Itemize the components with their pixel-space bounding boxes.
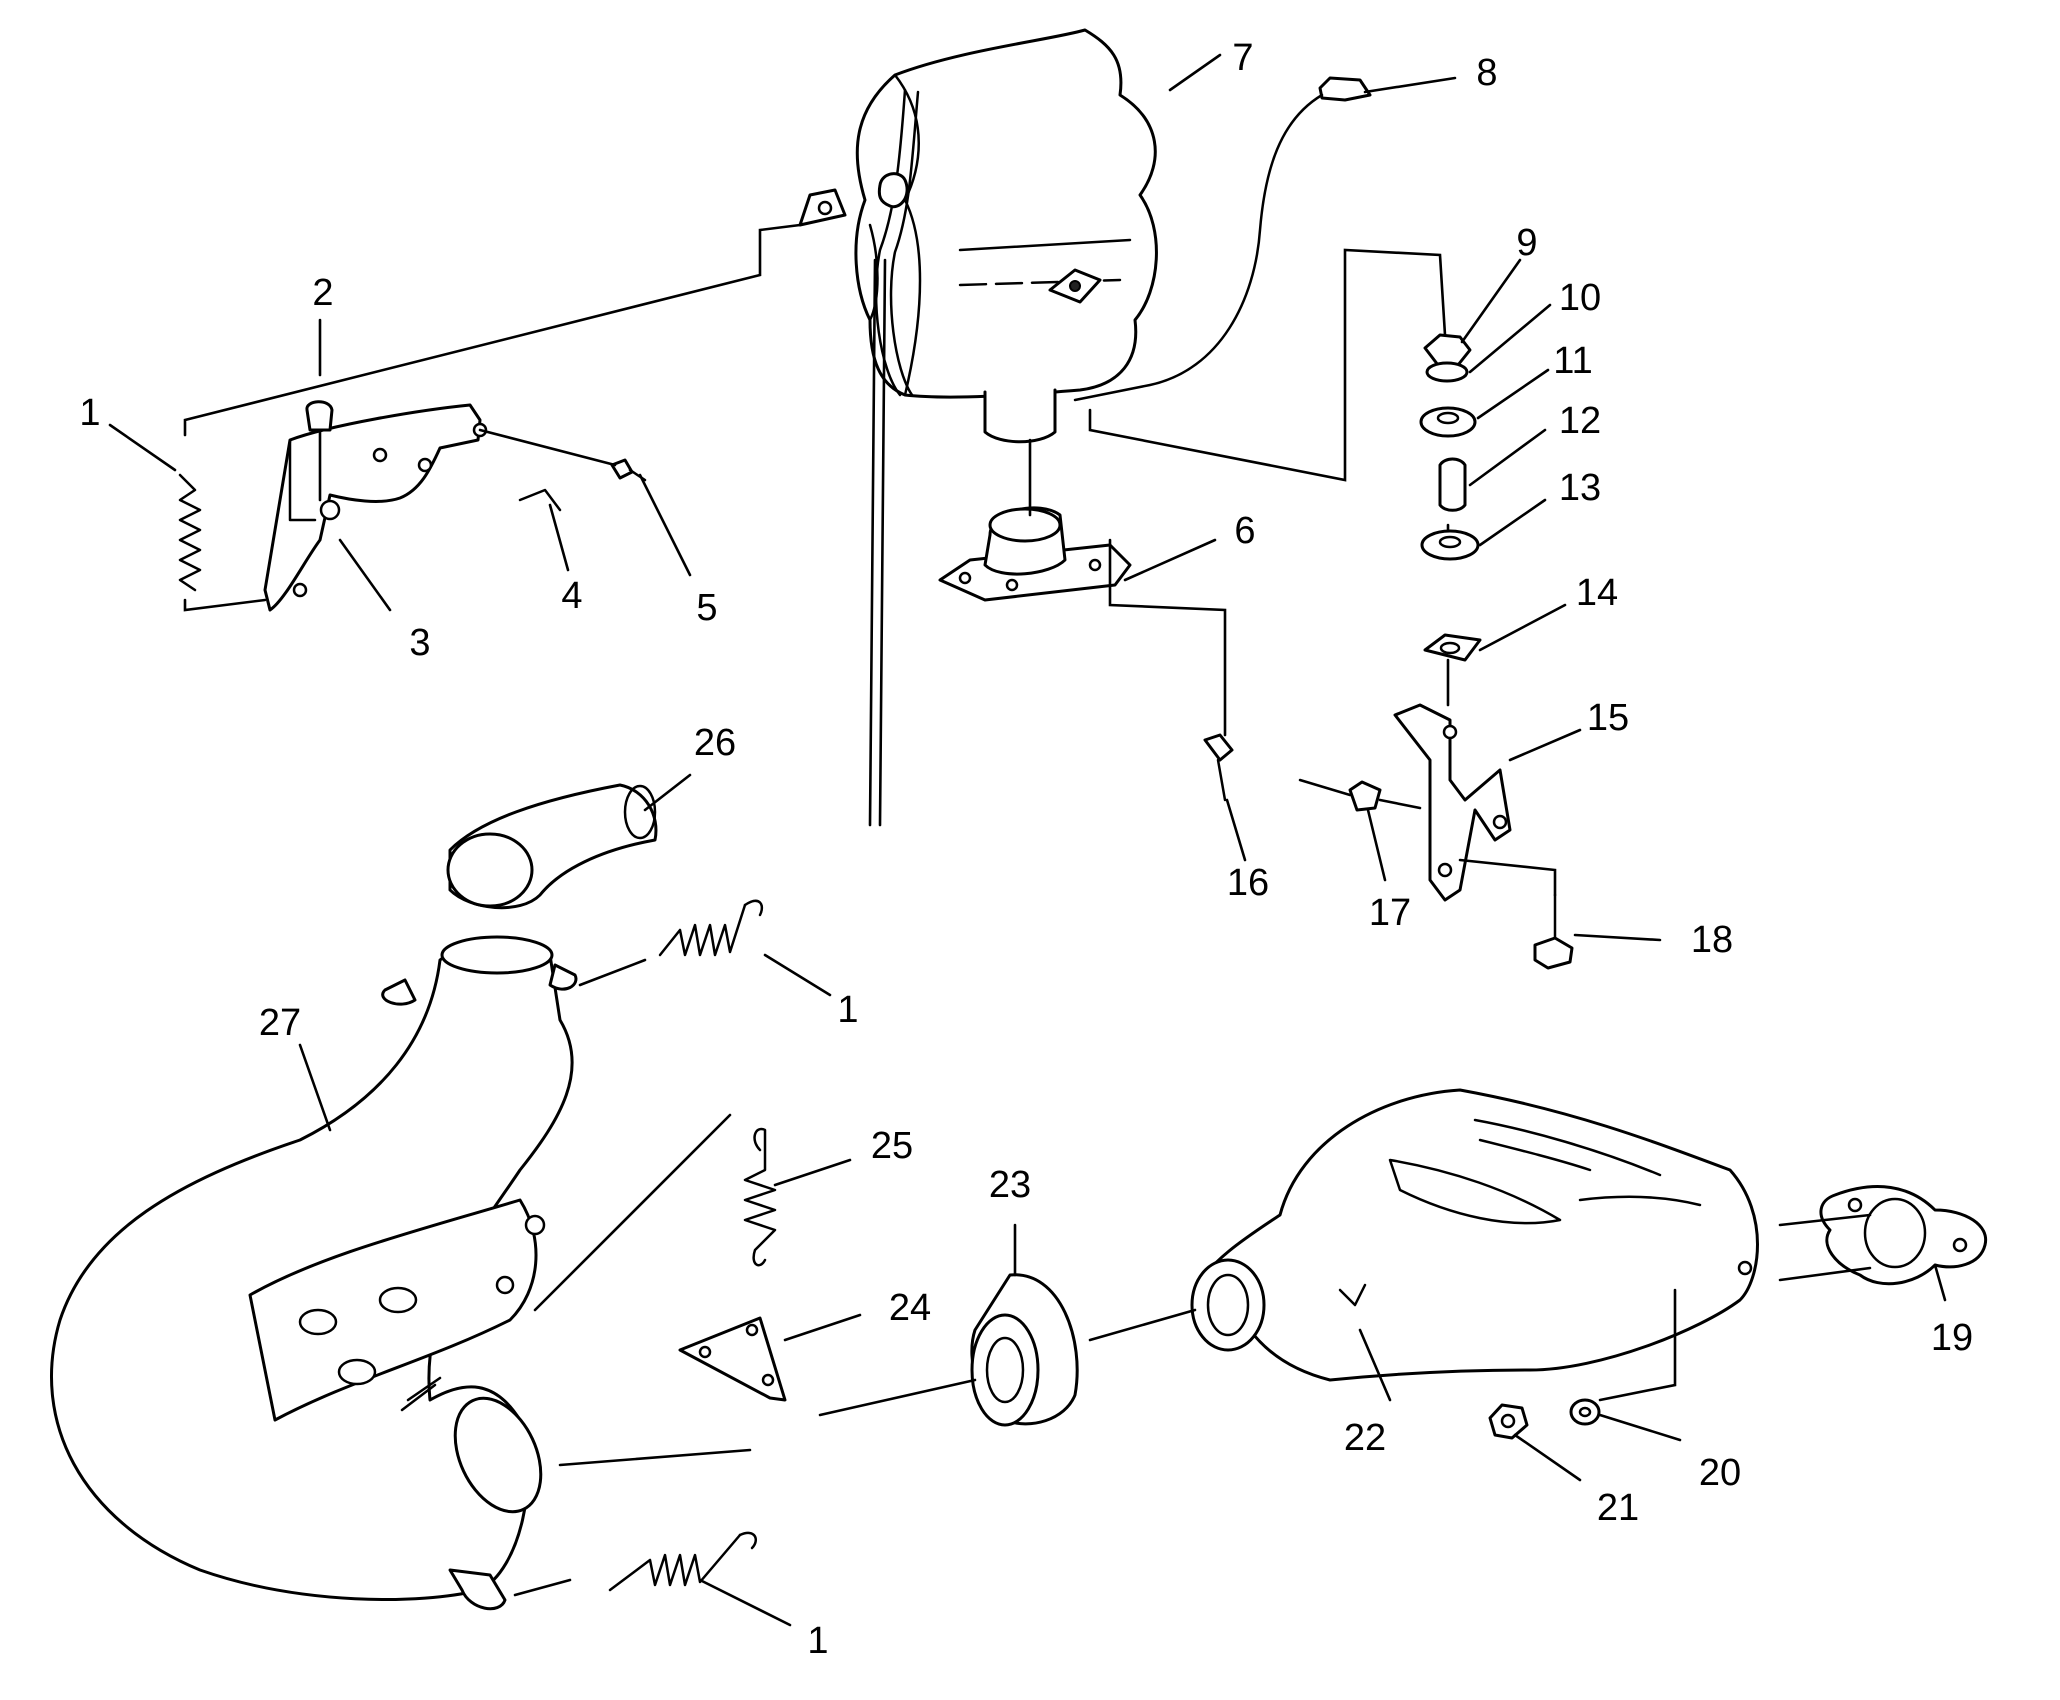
- callout-12: 12: [1559, 400, 1601, 442]
- callout-1-middle: 1: [837, 989, 858, 1031]
- flat-washer: [1569, 1398, 1601, 1426]
- callout-2: 2: [312, 272, 333, 314]
- elbow-tube: [446, 783, 658, 910]
- callout-21: 21: [1597, 1487, 1639, 1529]
- spring-upper: [178, 473, 202, 592]
- callout-27: 27: [259, 1002, 301, 1044]
- callout-22: 22: [1344, 1417, 1386, 1459]
- callout-24: 24: [889, 1287, 931, 1329]
- callout-7: 7: [1232, 37, 1253, 79]
- callout-15: 15: [1587, 697, 1629, 739]
- bracket-clip: [518, 488, 562, 512]
- callout-13: 13: [1559, 467, 1601, 509]
- callout-8: 8: [1476, 52, 1497, 94]
- mount-pin: [1203, 733, 1234, 802]
- muffler-canister: [798, 28, 1158, 444]
- callout-23: 23: [989, 1164, 1031, 1206]
- upper-bracket: [263, 403, 488, 612]
- callout-1-upper: 1: [79, 392, 100, 434]
- callout-11: 11: [1553, 340, 1592, 382]
- mount-bolt: [1298, 778, 1382, 812]
- callout-1-lower: 1: [807, 1620, 828, 1662]
- spring-middle: [658, 899, 764, 957]
- callout-4: 4: [561, 575, 582, 617]
- callout-14: 14: [1576, 572, 1618, 614]
- spring-25: [743, 1127, 777, 1267]
- triangle-plate: [678, 1316, 787, 1402]
- hex-nut: [1488, 1403, 1529, 1440]
- assembly-lines: [183, 223, 1872, 1597]
- callout-leaders: [108, 53, 1947, 1627]
- callout-26: 26: [694, 722, 736, 764]
- callout-9: 9: [1516, 222, 1537, 264]
- callout-10: 10: [1559, 277, 1601, 319]
- cone-seal: [970, 1273, 1079, 1427]
- callout-labels: 1 2 3 4 5 6 7 8 9 10 11 12 13 14 15 16 1…: [79, 37, 1973, 1662]
- callout-16: 16: [1227, 862, 1269, 904]
- hex-bolt: [1533, 893, 1574, 970]
- flange-gasket: [1819, 1185, 1988, 1286]
- mount-bracket: [1393, 703, 1512, 902]
- callout-19: 19: [1931, 1317, 1973, 1359]
- callout-5: 5: [696, 587, 717, 629]
- callout-17: 17: [1369, 892, 1411, 934]
- callout-20: 20: [1699, 1452, 1741, 1494]
- outlet-flange-plate: [938, 506, 1132, 602]
- spring-lower: [608, 1531, 757, 1592]
- callout-3: 3: [409, 622, 430, 664]
- expansion-chamber: [50, 935, 578, 1611]
- exhaust-manifold: [1190, 1088, 1759, 1382]
- callout-25: 25: [871, 1125, 913, 1167]
- callout-6: 6: [1234, 510, 1255, 552]
- sensor-clip: [1073, 76, 1372, 402]
- fastener-stack: [1419, 333, 1482, 662]
- cap-nut: [305, 400, 334, 432]
- callout-18: 18: [1691, 919, 1733, 961]
